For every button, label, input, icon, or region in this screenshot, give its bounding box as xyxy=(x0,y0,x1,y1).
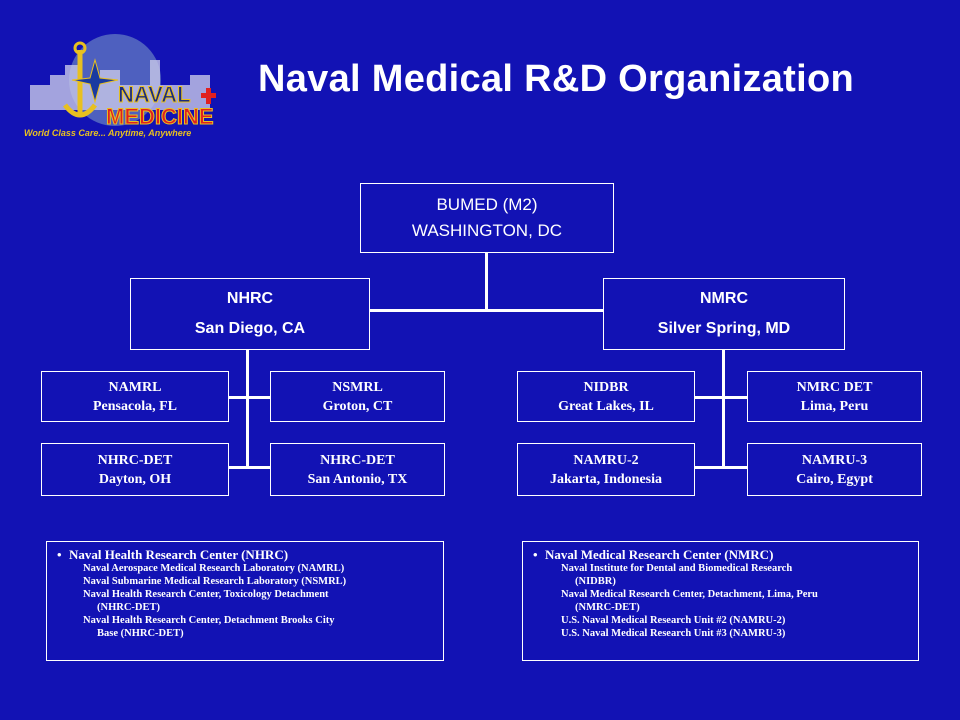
org-box-namrl: NAMRL Pensacola, FL xyxy=(41,371,229,422)
org-box-line2: San Antonio, TX xyxy=(307,471,408,487)
notes-item: U.S. Naval Medical Research Unit #2 (NAM… xyxy=(561,615,786,626)
org-box-nhrc-det-san-antonio: NHRC-DET San Antonio, TX xyxy=(270,443,445,496)
org-box-line2: Pensacola, FL xyxy=(93,398,177,414)
notes-item: (NIDBR) xyxy=(575,576,616,587)
org-box-line1: NAMRL xyxy=(108,379,162,395)
org-box-line2: WASHINGTON, DC xyxy=(411,221,563,240)
org-box-line1: NHRC-DET xyxy=(320,452,395,468)
org-box-nidbr: NIDBR Great Lakes, IL xyxy=(517,371,695,422)
org-box-line2: Groton, CT xyxy=(322,398,393,414)
org-box-line2: Dayton, OH xyxy=(98,471,172,487)
notes-item: Naval Health Research Center, Toxicology… xyxy=(83,589,329,600)
connector xyxy=(229,466,270,469)
org-box-namru2: NAMRU-2 Jakarta, Indonesia xyxy=(517,443,695,496)
notes-item: Base (NHRC-DET) xyxy=(97,628,184,639)
org-box-line1: NMRC xyxy=(700,290,748,307)
notes-header-text: Naval Health Research Center (NHRC) xyxy=(69,547,289,562)
org-box-line1: BUMED (M2) xyxy=(436,195,538,214)
org-box-bumed: BUMED (M2) WASHINGTON, DC xyxy=(360,183,614,253)
org-box-line1: NSMRL xyxy=(332,379,383,395)
org-box-nhrc-det-dayton: NHRC-DET Dayton, OH xyxy=(41,443,229,496)
org-box-line2: Lima, Peru xyxy=(800,398,869,414)
notes-header-text: Naval Medical Research Center (NMRC) xyxy=(545,547,774,562)
notes-header: •Naval Medical Research Center (NMRC) xyxy=(533,547,774,562)
connector xyxy=(485,253,488,311)
logo-text-bottom: MEDICINE xyxy=(106,104,214,129)
org-box-nmrc: NMRC Silver Spring, MD xyxy=(603,278,845,350)
org-box-nsmrl: NSMRL Groton, CT xyxy=(270,371,445,422)
connector xyxy=(695,466,747,469)
notes-item: Naval Institute for Dental and Biomedica… xyxy=(561,563,793,574)
org-box-line2: Great Lakes, IL xyxy=(558,398,654,414)
notes-item: Naval Medical Research Center, Detachmen… xyxy=(561,589,818,600)
logo-tagline: World Class Care... Anytime, Anywhere xyxy=(24,128,191,138)
org-box-nmrc-det: NMRC DET Lima, Peru xyxy=(747,371,922,422)
org-box-line1: NHRC-DET xyxy=(97,452,173,468)
connector xyxy=(229,396,270,399)
org-box-line1: NHRC xyxy=(226,290,274,307)
notes-item: (NHRC-DET) xyxy=(97,602,160,613)
notes-item: U.S. Naval Medical Research Unit #3 (NAM… xyxy=(561,628,786,639)
connector xyxy=(695,396,747,399)
org-box-line2: Cairo, Egypt xyxy=(796,471,873,487)
notes-item: (NMRC-DET) xyxy=(575,602,640,613)
org-box-line1: NIDBR xyxy=(583,379,629,395)
logo-text-top: NAVAL xyxy=(118,82,191,107)
org-box-line1: NAMRU-3 xyxy=(801,452,868,468)
connector xyxy=(722,350,725,468)
page-title: Naval Medical R&D Organization xyxy=(258,58,855,100)
notes-nhrc: •Naval Health Research Center (NHRC) Nav… xyxy=(46,541,444,661)
org-box-line1: NMRC DET xyxy=(796,379,873,395)
connector xyxy=(370,309,604,312)
notes-header: •Naval Health Research Center (NHRC) xyxy=(57,547,289,562)
org-box-line2: Silver Spring, MD xyxy=(657,320,791,337)
notes-nmrc: •Naval Medical Research Center (NMRC) Na… xyxy=(522,541,919,661)
connector xyxy=(246,350,249,468)
naval-medicine-logo: NAVAL MEDICINE World Class Care... Anyti… xyxy=(24,34,216,138)
org-box-line2: Jakarta, Indonesia xyxy=(549,471,663,487)
org-box-line1: NAMRU-2 xyxy=(573,452,639,468)
org-box-namru3: NAMRU-3 Cairo, Egypt xyxy=(747,443,922,496)
notes-item: Naval Aerospace Medical Research Laborat… xyxy=(83,563,345,574)
org-box-nhrc: NHRC San Diego, CA xyxy=(130,278,370,350)
notes-item: Naval Health Research Center, Detachment… xyxy=(83,615,335,626)
org-box-line2: San Diego, CA xyxy=(194,320,306,337)
notes-item: Naval Submarine Medical Research Laborat… xyxy=(83,576,347,587)
